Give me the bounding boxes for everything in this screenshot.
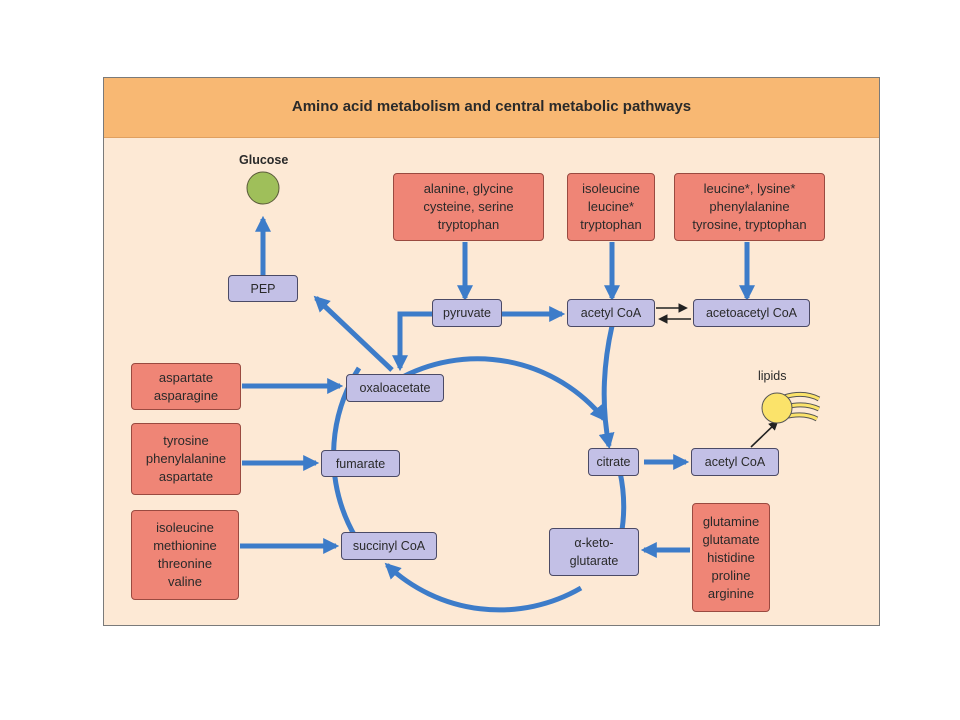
alpha-ketoglutarate-line-2: glutarate xyxy=(569,554,619,568)
aa-item: tryptophan xyxy=(580,217,642,232)
glucose-label: Glucose xyxy=(239,153,289,167)
aa-item: proline xyxy=(711,567,751,583)
acetyl-coa-box: acetyl CoA xyxy=(567,299,655,327)
arrow-acetylcoa-lipids xyxy=(750,420,779,448)
alpha-ketoglutarate-line-1: α-keto- xyxy=(574,536,614,550)
aa-item: leucine* xyxy=(587,199,635,214)
citrate-box: citrate xyxy=(588,448,639,476)
aa-item: arginine xyxy=(707,585,755,601)
acetyl-coa-lipid-box: acetyl CoA xyxy=(691,448,779,476)
lipids-label: lipids xyxy=(758,369,787,383)
aa-item: histidine xyxy=(707,549,755,565)
aa-item: phenylalanine xyxy=(709,199,790,214)
aa-box-pyruvate: alanine, glycine cysteine, serine trypto… xyxy=(393,173,544,241)
arrow-pyruvate-oaa xyxy=(391,311,432,372)
arrow-layer xyxy=(240,171,821,613)
glucose-circle xyxy=(246,171,280,205)
aa-item: isoleucine xyxy=(582,181,640,196)
oxaloacetate-box: oxaloacetate xyxy=(346,374,444,402)
cycle-arc-top xyxy=(395,356,607,422)
pyruvate-box: pyruvate xyxy=(432,299,502,327)
aa-item: phenylalanine xyxy=(145,451,227,466)
pathway-figure: Amino acid metabolism and central metabo… xyxy=(103,77,880,626)
fumarate-box: fumarate xyxy=(321,450,400,477)
pep-box: PEP xyxy=(228,275,298,302)
cycle-arc-right xyxy=(617,471,627,537)
aa-item: glutamine xyxy=(702,513,760,529)
aa-item: leucine*, lysine* xyxy=(703,181,796,196)
aa-item: tyrosine, tryptophan xyxy=(692,217,807,232)
aa-item: isoleucine xyxy=(156,520,214,535)
aa-item: valine xyxy=(168,574,202,589)
aa-item: methionine xyxy=(153,538,217,553)
figure-title: Amino acid metabolism and central metabo… xyxy=(291,98,692,115)
aa-item: tryptophan xyxy=(437,217,500,232)
aa-box-acetoacetyl-coa: leucine*, lysine* phenylalanine tyrosine… xyxy=(674,173,825,241)
aa-item: threonine xyxy=(157,556,213,571)
aa-item: cysteine, serine xyxy=(423,199,514,214)
aa-item: alanine, glycine xyxy=(423,181,514,196)
arrow-acetylcoa-citrate xyxy=(598,325,615,450)
cycle-arc-bottom xyxy=(384,562,583,613)
arrow-oaa-pep xyxy=(313,295,394,372)
lipid-icon xyxy=(761,391,821,424)
acetoacetyl-coa-box: acetoacetyl CoA xyxy=(693,299,810,327)
aa-box-oxaloacetate: aspartate asparagine xyxy=(131,363,241,410)
aa-item: aspartate xyxy=(158,369,214,385)
alpha-ketoglutarate-box: α-keto- glutarate xyxy=(549,528,639,576)
aa-item: asparagine xyxy=(153,387,219,403)
aa-box-fumarate: tyrosine phenylalanine aspartate xyxy=(131,423,241,495)
aa-item: tyrosine xyxy=(163,433,209,448)
aa-box-alpha-ketoglutarate: glutamine glutamate histidine proline ar… xyxy=(692,503,770,612)
aa-item: aspartate xyxy=(158,469,214,484)
aa-item: glutamate xyxy=(702,531,760,547)
aa-box-acetyl-coa: isoleucine leucine* tryptophan xyxy=(567,173,655,241)
title-bar: Amino acid metabolism and central metabo… xyxy=(104,78,879,138)
aa-box-succinyl-coa: isoleucine methionine threonine valine xyxy=(131,510,239,600)
succinyl-coa-box: succinyl CoA xyxy=(341,532,437,560)
